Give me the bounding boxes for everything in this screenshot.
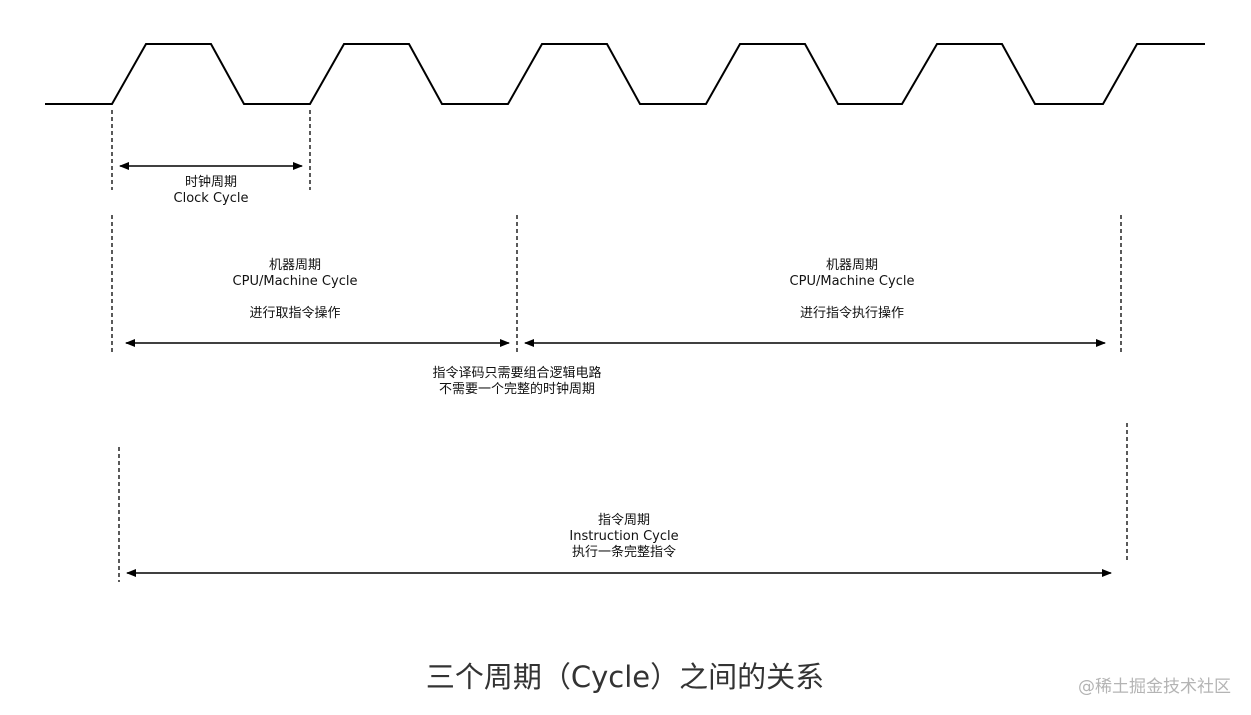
decode-note: 指令译码只需要组合逻辑电路 不需要一个完整的时钟周期 bbox=[432, 366, 601, 398]
instruction-cycle-label-en: Instruction Cycle bbox=[569, 529, 679, 544]
clock-waveform bbox=[45, 43, 1205, 105]
decode-note-line2: 不需要一个完整的时钟周期 bbox=[438, 382, 596, 397]
machine-cycle-execute-label: 机器周期 CPU/Machine Cycle 进行指令执行操作 bbox=[790, 258, 915, 322]
machine-cycle-fetch-note: 进行取指令操作 bbox=[249, 306, 341, 321]
machine-cycle-fetch-label-cn: 机器周期 bbox=[268, 258, 322, 273]
instruction-cycle-label: 指令周期 Instruction Cycle 执行一条完整指令 bbox=[569, 513, 678, 561]
machine-cycle-execute-note: 进行指令执行操作 bbox=[799, 306, 905, 321]
decode-note-line1: 指令译码只需要组合逻辑电路 bbox=[432, 366, 602, 381]
machine-cycle-execute-label-cn: 机器周期 bbox=[825, 258, 879, 273]
watermark: @稀土掘金技术社区 bbox=[1078, 677, 1231, 697]
diagram-caption: 三个周期（Cycle）之间的关系 bbox=[425, 660, 825, 694]
machine-cycle-fetch-label: 机器周期 CPU/Machine Cycle 进行取指令操作 bbox=[233, 258, 358, 322]
machine-cycle-execute-label-en: CPU/Machine Cycle bbox=[789, 274, 915, 289]
clock-cycle-label-cn: 时钟周期 bbox=[184, 175, 238, 190]
clock-cycle-label: 时钟周期 Clock Cycle bbox=[174, 175, 249, 207]
clock-cycle-label-en: Clock Cycle bbox=[173, 191, 249, 206]
machine-cycle-fetch-label-en: CPU/Machine Cycle bbox=[232, 274, 358, 289]
instruction-cycle-label-cn: 指令周期 bbox=[597, 513, 650, 528]
instruction-cycle-note: 执行一条完整指令 bbox=[571, 545, 676, 560]
